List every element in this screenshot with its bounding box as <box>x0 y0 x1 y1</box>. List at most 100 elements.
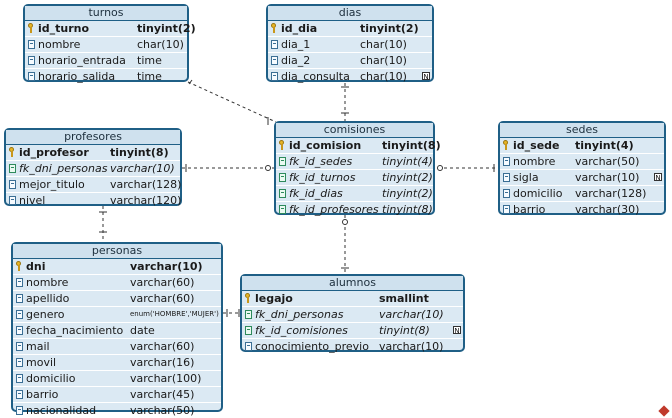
column-icon <box>503 205 510 214</box>
column-icon <box>9 196 16 205</box>
table-title: profesores <box>6 130 180 145</box>
column-name: id_dia <box>281 22 318 35</box>
table-title: sedes <box>500 123 664 138</box>
nullable-flag-icon: N <box>422 72 430 81</box>
column-row[interactable]: movil varchar(16) <box>13 355 221 371</box>
column-row[interactable]: id_profesor tinyint(8) <box>6 145 180 161</box>
fk-icon <box>245 326 252 335</box>
fk-icon <box>279 189 286 198</box>
column-type: tinyint(8) <box>379 324 430 337</box>
column-icon <box>16 358 23 367</box>
table-title: alumnos <box>242 276 463 291</box>
column-icon <box>271 56 278 65</box>
fk-icon <box>279 205 286 214</box>
column-type: tinyint(8) <box>382 203 433 216</box>
column-icon <box>16 310 23 319</box>
column-name: id_profesor <box>19 146 89 159</box>
key-icon <box>28 23 34 33</box>
column-icon <box>16 374 23 383</box>
column-name: movil <box>26 356 57 369</box>
fk-icon <box>245 310 252 319</box>
table-title: dias <box>268 6 432 21</box>
column-name: id_sede <box>513 139 560 152</box>
column-icon <box>245 342 252 351</box>
column-name: apellido <box>26 292 70 305</box>
column-name: dni <box>26 260 46 273</box>
key-icon <box>16 261 22 271</box>
column-name: id_comision <box>289 139 362 152</box>
column-type: varchar(10) <box>575 171 640 184</box>
circle-marker <box>342 219 348 225</box>
column-name: fecha_nacimiento <box>26 324 124 337</box>
column-type: varchar(10) <box>379 308 444 321</box>
key-icon <box>503 140 509 150</box>
column-type: time <box>137 54 162 67</box>
column-row[interactable]: id_sede tinyint(4) <box>500 138 664 154</box>
column-row[interactable]: sigla varchar(10) N <box>500 170 664 186</box>
column-icon <box>28 40 35 49</box>
column-name: dia_1 <box>281 38 311 51</box>
column-type: tinyint(2) <box>382 187 433 200</box>
column-type: tinyint(2) <box>137 22 196 35</box>
column-name: id_turno <box>38 22 90 35</box>
column-name: nombre <box>38 38 81 51</box>
column-type: varchar(16) <box>130 356 195 369</box>
column-name: genero <box>26 308 65 321</box>
column-name: barrio <box>513 203 546 216</box>
column-name: fk_id_sedes <box>289 155 353 168</box>
bar-marker <box>188 79 193 85</box>
column-type: char(10) <box>360 38 407 51</box>
column-row[interactable]: dia_1 char(10) <box>268 37 432 53</box>
column-icon <box>503 157 510 166</box>
column-icon <box>271 40 278 49</box>
column-type: tinyint(2) <box>382 171 433 184</box>
column-type: tinyint(4) <box>575 139 634 152</box>
column-icon <box>271 72 278 81</box>
column-name: sigla <box>513 171 539 184</box>
circle-marker <box>265 165 271 171</box>
column-name: dia_consulta <box>281 70 350 83</box>
key-icon <box>271 23 277 33</box>
column-type: tinyint(8) <box>110 146 169 159</box>
column-row[interactable]: id_turno tinyint(2) <box>25 21 196 37</box>
nullable-flag-icon: N <box>654 173 662 182</box>
